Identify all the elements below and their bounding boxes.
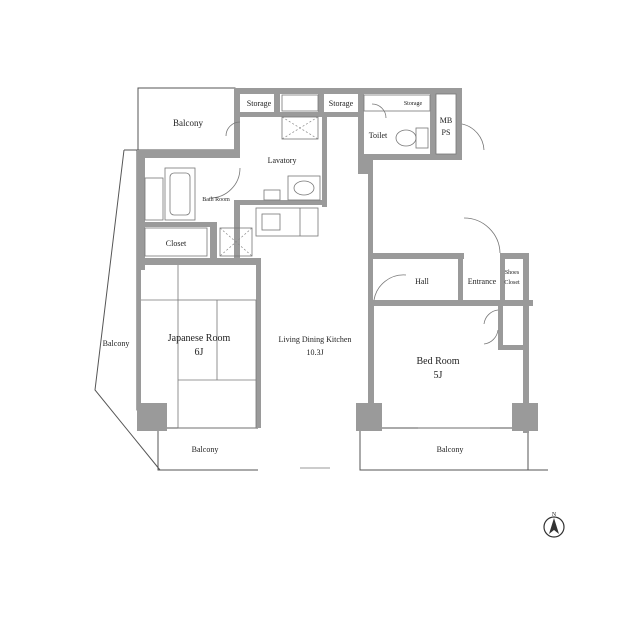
walls bbox=[137, 88, 538, 433]
ldk-size: 10.3J bbox=[306, 348, 323, 357]
north-compass-icon: N bbox=[543, 512, 565, 538]
ps-label: PS bbox=[442, 128, 451, 137]
balcony-bottom-left-label: Balcony bbox=[192, 445, 219, 454]
balcony-left-label: Balcony bbox=[103, 339, 130, 348]
closet-label: Closet bbox=[166, 239, 187, 248]
lavatory-label: Lavatory bbox=[268, 156, 297, 165]
balcony-bottom-right-label: Balcony bbox=[437, 445, 464, 454]
japanese-room-size: 6J bbox=[195, 347, 204, 358]
mb-label: MB bbox=[440, 116, 452, 125]
fixtures bbox=[141, 93, 501, 469]
storage-2-label: Storage bbox=[329, 99, 354, 108]
storage-3-label: Storage bbox=[404, 101, 423, 107]
bed-room-size: 5J bbox=[434, 370, 443, 381]
storage-1-label: Storage bbox=[247, 99, 272, 108]
ldk-label: Living Dining Kitchen bbox=[279, 335, 352, 344]
shoes-closet-label: Closet bbox=[504, 280, 520, 286]
compass-label: N bbox=[552, 512, 557, 518]
balcony-top-label: Balcony bbox=[173, 118, 203, 128]
bed-room-label: Bed Room bbox=[416, 356, 459, 367]
shoes-label: Shoes bbox=[505, 270, 520, 276]
room-labels: Balcony Storage Storage Storage Lavatory… bbox=[103, 99, 520, 454]
entrance-label: Entrance bbox=[468, 277, 497, 286]
bath-room-label: Bath Room bbox=[202, 197, 230, 203]
toilet-label: Toilet bbox=[369, 131, 388, 140]
japanese-room-label: Japanese Room bbox=[168, 333, 231, 344]
hall-label: Hall bbox=[415, 277, 430, 286]
